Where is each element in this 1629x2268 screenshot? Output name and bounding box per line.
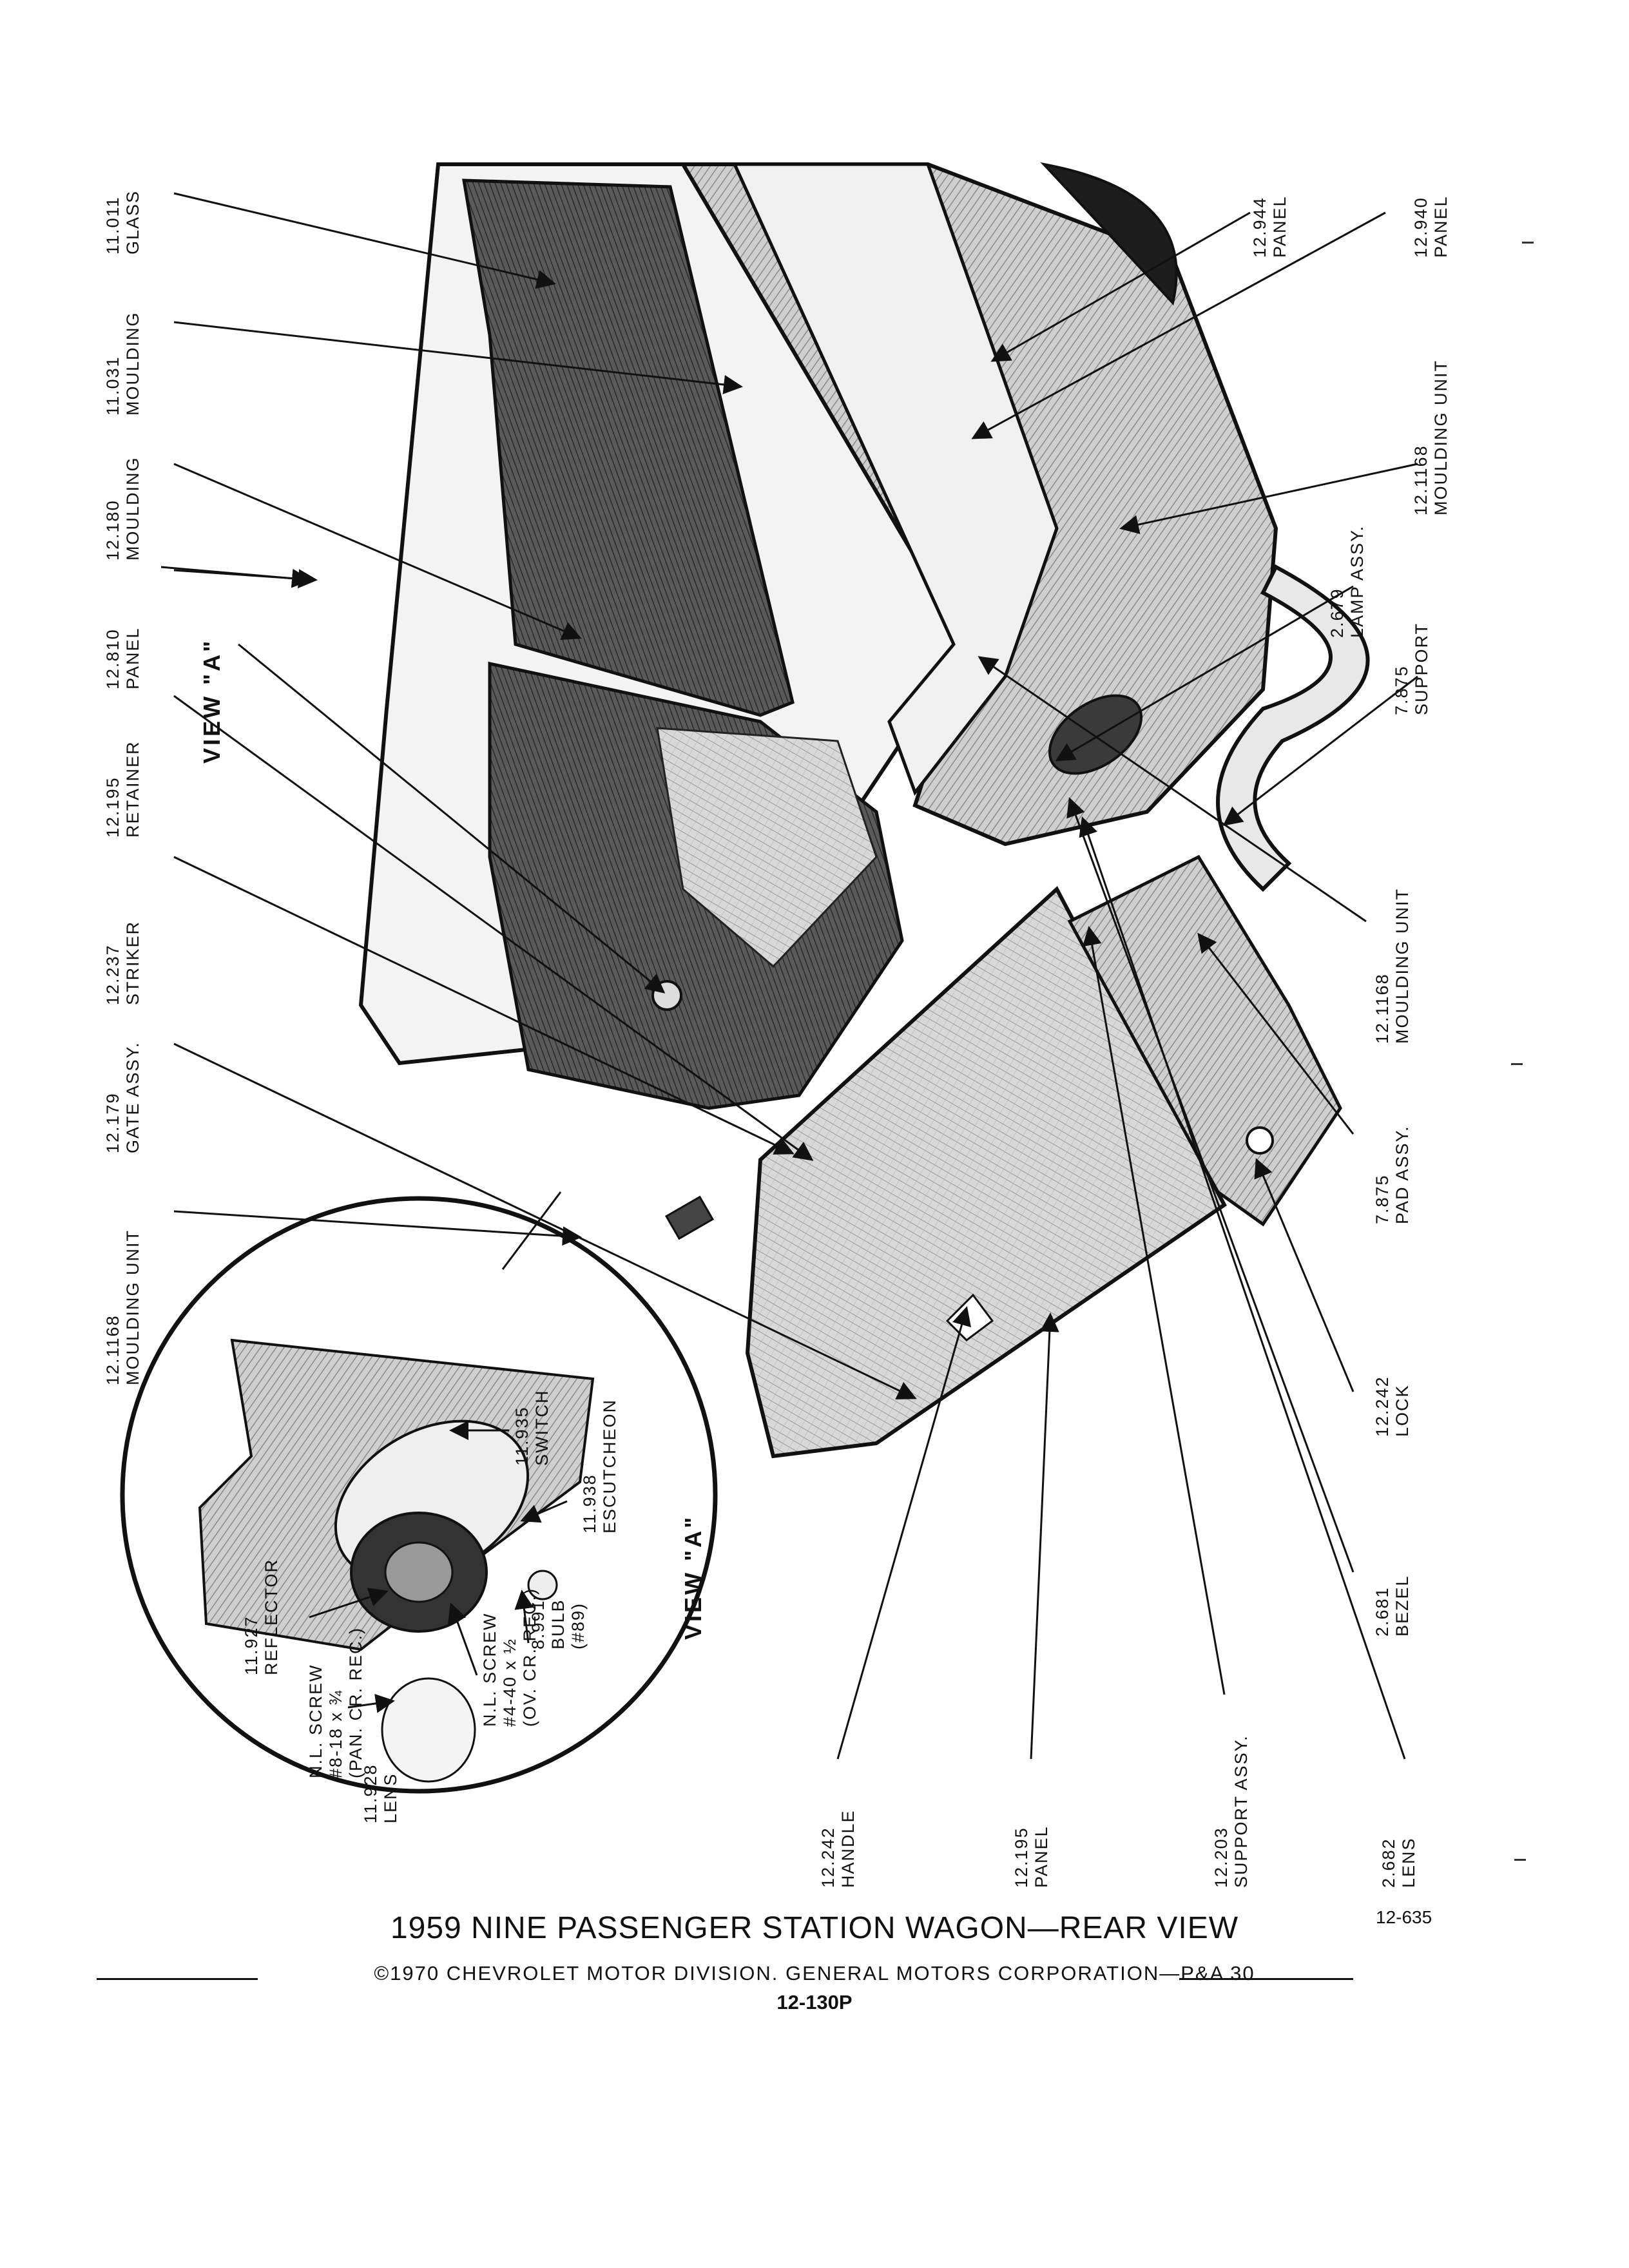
caption-rule-left [97,1978,258,1980]
margin-mark [1514,1859,1526,1861]
inset-screw-small-label: N.L. SCREW#4-40 x ½(OV. CR. REC.) [480,1587,539,1727]
caption-title: 1959 NINE PASSENGER STATION WAGON—REAR V… [390,1911,1239,1945]
inset-screw-large-label: N.L. SCREW#8-18 x ¾(PAN. CR. REC.) [306,1626,365,1778]
caption-rule-right [1179,1978,1353,1980]
car-body [358,162,1370,1459]
plate-number: 12-130P [776,1991,853,2013]
inset-leaders [309,1421,568,1713]
view-a-label-inset: VIEW "A" [680,1514,706,1640]
view-a-inset [120,1196,718,1794]
figure-number: 12-635 [1376,1907,1432,1927]
copyright-line: ©1970 CHEVROLET MOTOR DIVISION. GENERAL … [374,1962,1255,1984]
view-a-label-top: VIEW "A" [198,638,225,764]
view-a-pointer [160,566,562,1270]
margin-mark [1522,242,1534,244]
margin-mark [1511,1063,1523,1065]
